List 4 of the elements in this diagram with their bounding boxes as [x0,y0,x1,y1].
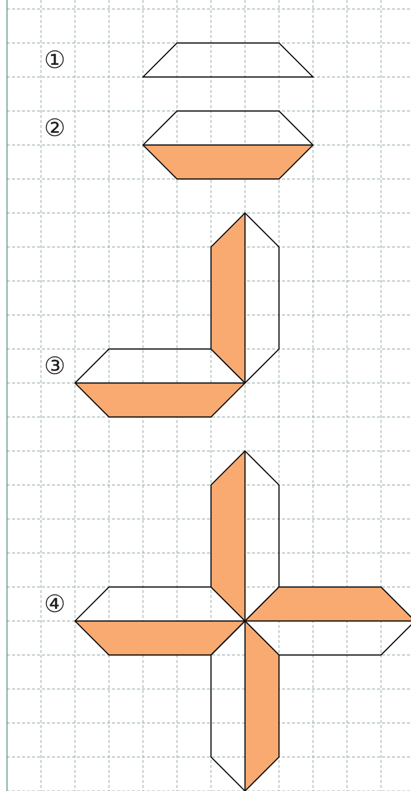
step-number: ② [44,116,66,140]
step-number: ① [44,48,66,72]
step-number: ③ [44,354,66,378]
step-number: ④ [44,592,66,616]
